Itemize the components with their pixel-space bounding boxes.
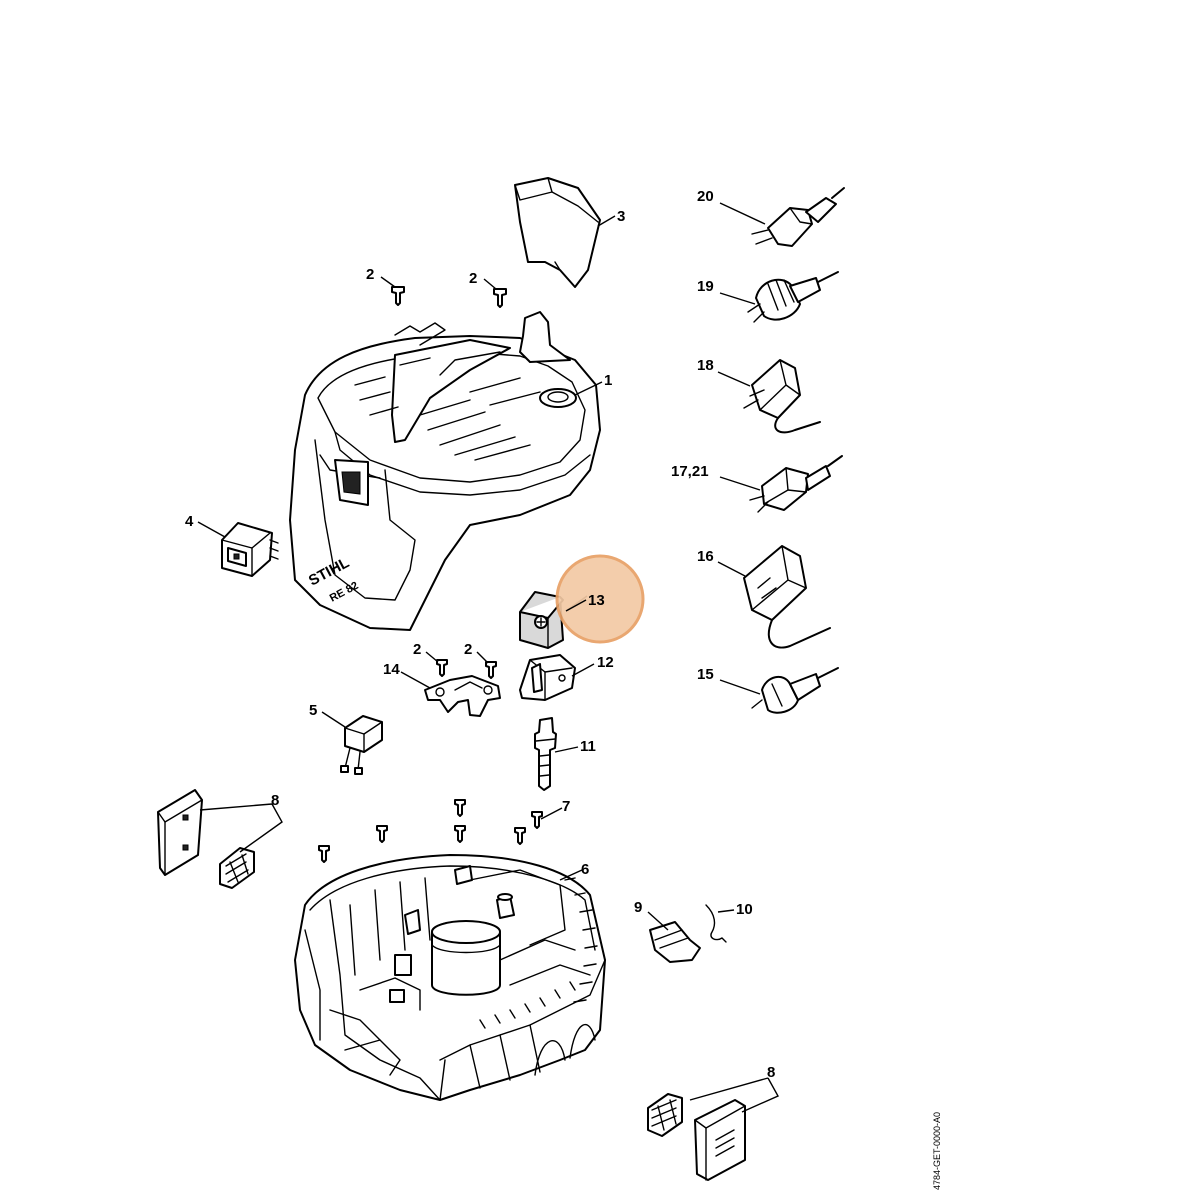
screw-icon <box>493 288 507 308</box>
part-5-capacitor-icon[interactable] <box>340 715 383 775</box>
label-2: 2 <box>469 270 477 287</box>
part-12-holder[interactable] <box>519 654 576 701</box>
label-16: 16 <box>697 548 714 565</box>
label-9: 9 <box>634 899 642 916</box>
screw-icon <box>391 286 405 306</box>
screw-icon <box>514 827 526 845</box>
label-14: 14 <box>383 661 400 678</box>
screw-icon <box>436 659 448 677</box>
part-17-power-plug-icon[interactable] <box>749 455 843 513</box>
label-18: 18 <box>697 357 714 374</box>
part-18-power-plug-icon[interactable] <box>743 359 821 434</box>
drawing-code: 4784-GET-0000-A0 <box>932 1112 942 1190</box>
part-15-power-plug-icon[interactable] <box>751 667 839 714</box>
label-12: 12 <box>597 654 614 671</box>
part-labels: 2 2 3 1 4 13 2 2 14 12 5 11 7 8 6 9 10 8… <box>185 188 775 1081</box>
part-11-shaft[interactable] <box>534 717 557 791</box>
part-19-power-plug-icon[interactable] <box>747 271 839 323</box>
label-15: 15 <box>697 666 714 683</box>
label-11: 11 <box>580 738 596 755</box>
label-10: 10 <box>736 901 753 918</box>
highlight-marker[interactable] <box>555 554 645 644</box>
label-4: 4 <box>185 513 194 530</box>
part-4-switch-icon[interactable] <box>221 522 279 577</box>
label-3: 3 <box>617 208 625 225</box>
leader-lines <box>197 202 779 1113</box>
part-10-spring[interactable] <box>705 904 727 943</box>
part-8-grille[interactable] <box>219 847 255 889</box>
part-20-power-plug-icon[interactable] <box>751 187 845 247</box>
part-14-bracket[interactable] <box>424 675 501 717</box>
screw-icon <box>454 799 466 817</box>
screw-icon <box>531 811 543 829</box>
part-8-grille[interactable] <box>647 1093 683 1137</box>
label-8: 8 <box>767 1064 775 1081</box>
screw-icon <box>454 825 466 843</box>
part-8-cover-plate[interactable] <box>694 1099 746 1181</box>
label-2: 2 <box>413 641 421 658</box>
label-2: 2 <box>366 266 374 283</box>
label-19: 19 <box>697 278 714 295</box>
part-9-lever[interactable] <box>649 921 701 963</box>
label-17-21: 17,21 <box>671 463 709 480</box>
part-8-cover-plate[interactable] <box>157 789 203 876</box>
screw-icon <box>376 825 388 843</box>
screw-icon <box>318 845 330 863</box>
label-7: 7 <box>562 798 570 815</box>
part-1-top-housing[interactable]: STIHL RE 82 <box>289 311 601 631</box>
label-8: 8 <box>271 792 279 809</box>
label-20: 20 <box>697 188 714 205</box>
part-6-base-housing[interactable] <box>294 854 606 1101</box>
screw-icon <box>485 661 497 679</box>
part-3-cap[interactable] <box>514 177 601 288</box>
label-5: 5 <box>309 702 317 719</box>
label-13: 13 <box>588 592 605 609</box>
label-6: 6 <box>581 861 589 878</box>
label-1: 1 <box>604 372 612 389</box>
part-16-power-plug-icon[interactable] <box>743 545 831 649</box>
label-2: 2 <box>464 641 472 658</box>
